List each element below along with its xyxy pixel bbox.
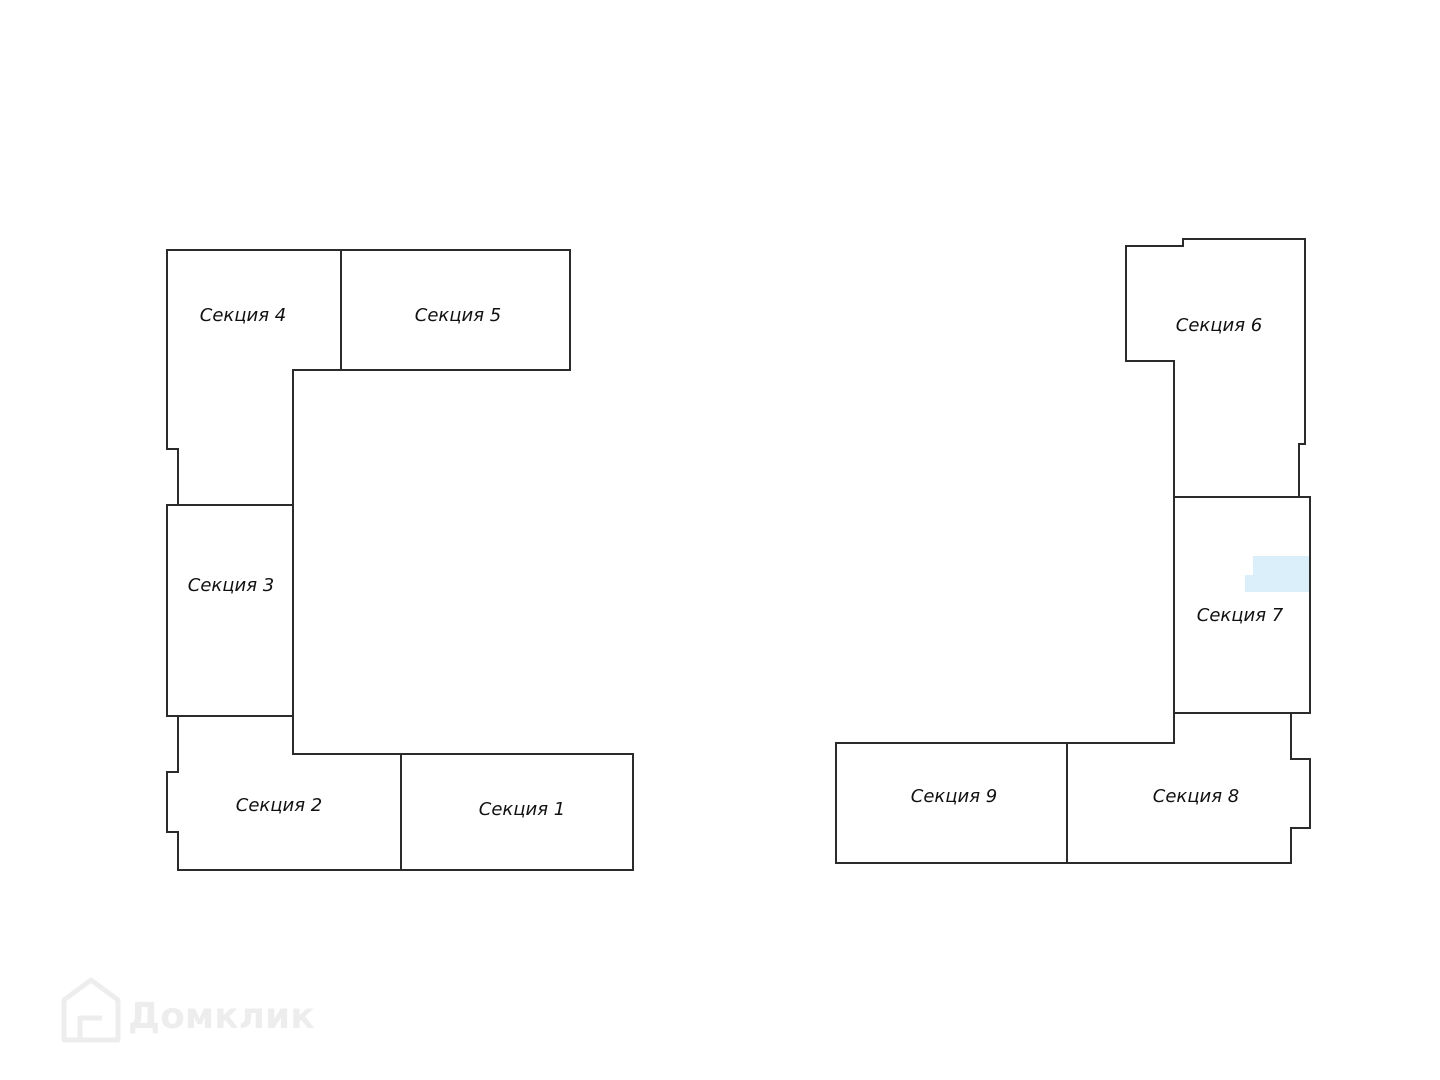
section-9[interactable]: Секция 9 (835, 742, 1068, 864)
section-4[interactable]: Секция 4 (166, 249, 342, 506)
section-3-shape (166, 504, 294, 717)
section-5-label: Секция 5 (415, 305, 501, 326)
section-6-label: Секция 6 (1176, 315, 1262, 336)
watermark: Домклик (61, 977, 315, 1043)
house-icon (61, 977, 121, 1043)
section-6-shape (1125, 238, 1306, 498)
section-7-label: Секция 7 (1197, 605, 1284, 626)
section-4-shape (166, 249, 342, 506)
right-building: Секция 6 Секция 7 Секция 9 Секция 8 (835, 238, 1311, 864)
section-1-shape (400, 753, 634, 871)
section-8[interactable]: Секция 8 (1066, 712, 1311, 864)
section-7-highlight (1245, 556, 1309, 592)
section-3[interactable]: Секция 3 (166, 504, 294, 717)
section-4-label: Секция 4 (200, 305, 286, 326)
section-6[interactable]: Секция 6 (1125, 238, 1306, 498)
section-8-label: Секция 8 (1153, 786, 1239, 807)
section-5[interactable]: Секция 5 (340, 249, 571, 371)
section-9-label: Секция 9 (911, 786, 997, 807)
watermark-text: Домклик (128, 996, 315, 1037)
section-1[interactable]: Секция 1 (400, 753, 634, 871)
section-2-label: Секция 2 (236, 795, 322, 816)
section-7[interactable]: Секция 7 (1173, 496, 1311, 714)
section-2-shape (166, 715, 402, 871)
left-building: Секция 4 Секция 5 Секция 3 Секция 2 Секц… (166, 249, 634, 871)
section-3-label: Секция 3 (188, 575, 274, 596)
section-2[interactable]: Секция 2 (166, 715, 402, 871)
section-7-shape (1173, 496, 1311, 714)
section-5-shape (340, 249, 571, 371)
section-8-shape (1066, 712, 1311, 864)
section-1-label: Секция 1 (479, 799, 565, 820)
